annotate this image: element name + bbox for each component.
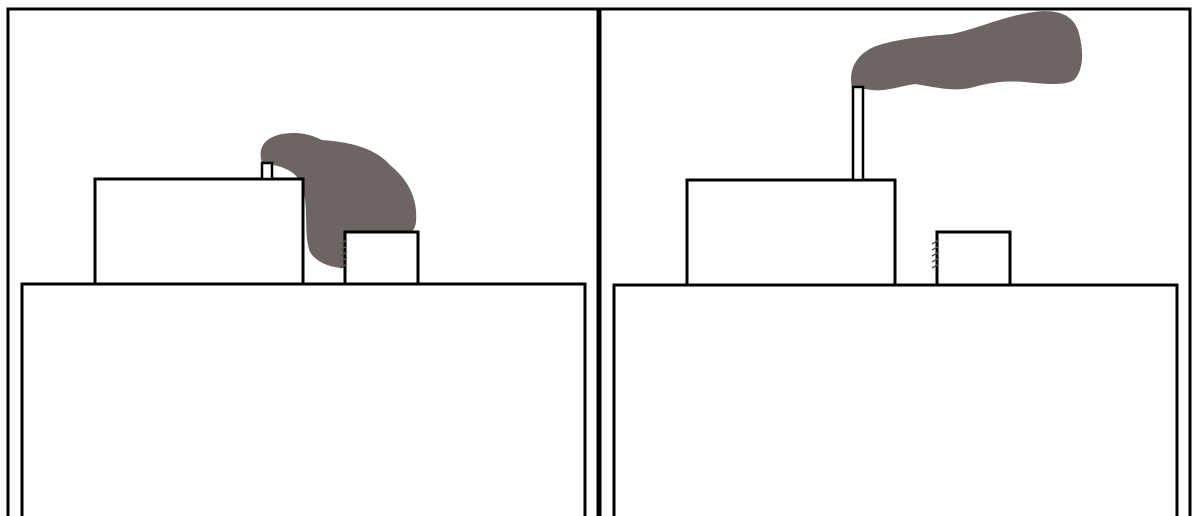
ground-block (22, 284, 585, 516)
main-building (95, 179, 303, 284)
tall-chimney (853, 87, 863, 180)
main-building (687, 180, 895, 285)
small-building (345, 232, 418, 284)
ground-block (614, 285, 1177, 516)
panel-tall-chimney (600, 9, 1190, 516)
panel-short-chimney (8, 9, 598, 516)
small-building (937, 232, 1010, 285)
short-chimney (262, 163, 272, 179)
